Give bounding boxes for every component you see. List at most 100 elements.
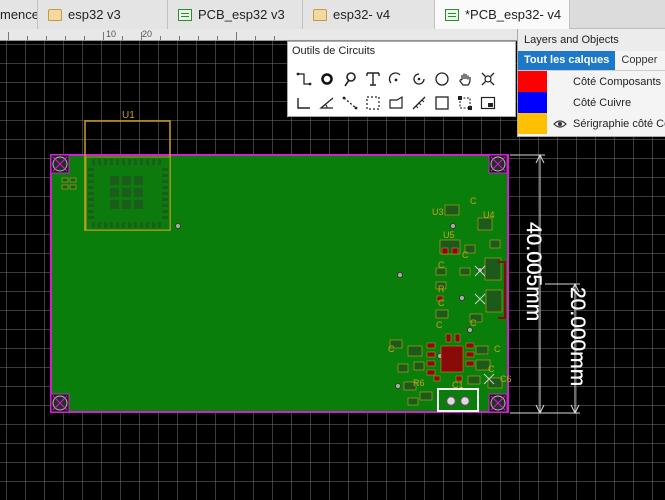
ruler-label: 20 [142, 29, 153, 39]
label-c: C [462, 250, 469, 260]
label-r: R [438, 284, 445, 294]
mounting-hole-bottom-left[interactable] [50, 393, 70, 413]
folder-icon [313, 8, 327, 21]
layer-row-component-side[interactable]: Côté Composants [518, 71, 665, 92]
ruler-tick [8, 32, 9, 40]
label-u4: U4 [483, 210, 495, 220]
tab-label: PCB_esp32 v3 [198, 7, 285, 22]
ruler-tick [46, 36, 47, 40]
u1-thermal-pads [110, 176, 143, 209]
mounting-hole-top-right[interactable] [488, 154, 508, 174]
ruler-tick [274, 36, 275, 40]
wire-tool-icon[interactable] [292, 67, 315, 90]
tab-label: esp32 v3 [68, 7, 121, 22]
tab-label: esp32- v4 [333, 7, 391, 22]
dimension-vertical-long[interactable] [510, 153, 545, 415]
ruler-tick [255, 36, 256, 40]
select-rect-tool-icon[interactable] [361, 91, 384, 114]
layer-color-swatch[interactable] [518, 71, 547, 92]
label-c6: C6 [500, 374, 512, 384]
label-u5: U5 [443, 230, 455, 240]
u1-pad-row-bottom [92, 222, 161, 228]
tools-row-1 [292, 67, 499, 90]
probe-tool-icon[interactable] [338, 67, 361, 90]
tab-pcb-esp32-v4[interactable]: *PCB_esp32- v4 [435, 0, 570, 29]
polygon-tool-icon[interactable] [384, 91, 407, 114]
cross-tool-icon[interactable] [476, 67, 499, 90]
label-r6: R6 [413, 378, 425, 388]
angle-tool-icon[interactable] [315, 91, 338, 114]
tab-label: mencer [0, 7, 37, 22]
layer-name: Sérigraphie côté Com [573, 117, 665, 130]
tab-mencer[interactable]: mencer [0, 0, 38, 29]
canvas-tool-icon[interactable] [476, 91, 499, 114]
mounting-hole-bottom-right[interactable] [488, 393, 508, 413]
layers-panel-title: Layers and Objects [518, 29, 665, 51]
tab-esp32-v4[interactable]: esp32- v4 [303, 0, 435, 29]
u1-label: U1 [122, 110, 135, 121]
circuit-tools-panel: Outils de Circuits [287, 41, 516, 117]
pcb-file-icon [445, 8, 459, 21]
tab-copper[interactable]: Copper [621, 54, 658, 66]
label-c: C [470, 318, 477, 328]
ruler-tick [65, 36, 66, 40]
ruler-tick [122, 36, 123, 40]
folder-icon [48, 8, 62, 21]
layers-and-objects-panel: Layers and Objects Tout les calques Copp… [517, 29, 665, 137]
label-c: C [494, 344, 501, 354]
dashed-line-tool-icon[interactable] [338, 91, 361, 114]
label-c: C [436, 320, 443, 330]
ruler-tick [84, 36, 85, 40]
u1-pad-col-left [88, 168, 94, 219]
label-c: C [488, 364, 495, 374]
dot-tool-icon[interactable] [315, 67, 338, 90]
track-tool-icon[interactable] [292, 91, 315, 114]
pcb-drawing: U1 [50, 110, 589, 415]
copper-trace [498, 261, 506, 319]
text-tool-icon[interactable] [361, 67, 384, 90]
label-c: C [470, 196, 477, 206]
u1-pad-row-top [92, 159, 161, 165]
layer-color-swatch[interactable] [518, 113, 547, 134]
layer-name: Côté Cuivre [573, 96, 632, 109]
component-cluster-right [389, 204, 503, 406]
tab-esp32-v3[interactable]: esp32 v3 [38, 0, 168, 29]
tab-pcb-esp32-v3[interactable]: PCB_esp32 v3 [168, 0, 303, 29]
circle-tool-icon[interactable] [430, 67, 453, 90]
pan-tool-icon[interactable] [453, 67, 476, 90]
dimension-label-long: 40.005mm [522, 222, 545, 321]
connector-j1[interactable] [437, 388, 479, 412]
rect-tool-icon[interactable] [430, 91, 453, 114]
u1-pad-col-right [162, 168, 168, 219]
pcb-file-icon [178, 8, 192, 21]
mounting-hole-top-left[interactable] [50, 154, 70, 174]
component-labels: U3 U4 U5 C C C R C C C C C R6 C C1 C6 [388, 196, 512, 390]
small-components-left [61, 177, 77, 190]
ruler-tick [27, 36, 28, 40]
ruler-tick [179, 36, 180, 40]
label-c1: C1 [452, 380, 464, 390]
eye-icon[interactable] [547, 119, 573, 129]
ruler-tick [236, 32, 237, 40]
dimension-vertical-short[interactable] [545, 282, 580, 415]
tools-panel-title: Outils de Circuits [292, 45, 376, 57]
cross-marks [474, 265, 495, 385]
image-tool-icon[interactable] [453, 91, 476, 114]
measure-tool-icon[interactable] [407, 91, 430, 114]
tab-all-layers[interactable]: Tout les calques [518, 51, 616, 70]
dimension-label-short: 20.000mm [566, 287, 589, 386]
label-u3: U3 [432, 207, 444, 217]
ruler-tick [103, 32, 104, 40]
layer-row-copper-side[interactable]: Côté Cuivre [518, 92, 665, 113]
layer-color-swatch[interactable] [518, 92, 547, 113]
document-tab-bar: mencer esp32 v3 PCB_esp32 v3 esp32- v4 *… [0, 0, 665, 29]
tools-row-2 [292, 91, 499, 114]
arc2-tool-icon[interactable] [407, 67, 430, 90]
ruler-label: 10 [106, 29, 117, 39]
layer-name: Côté Composants [573, 75, 662, 88]
arc-tool-icon[interactable] [384, 67, 407, 90]
ruler-tick [198, 36, 199, 40]
layer-row-silkscreen[interactable]: Sérigraphie côté Com [518, 113, 665, 134]
label-c: C [438, 298, 445, 308]
